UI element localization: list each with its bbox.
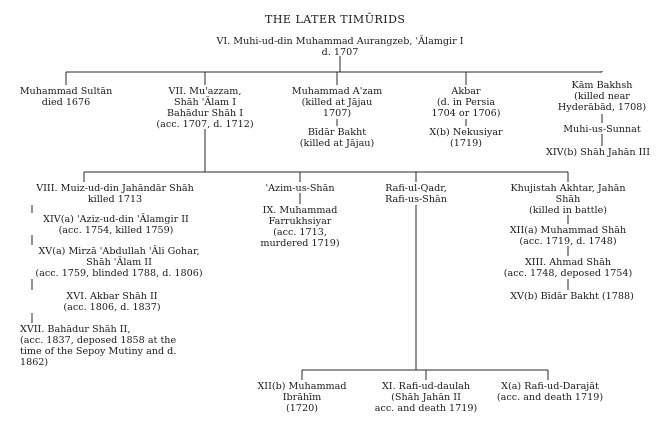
node-line: XV(a) Mirzā 'Abdullah 'Āli Gohar, [38,246,200,257]
node-line: Kām Bakhsh [571,80,633,91]
node-jahandar-shah: VIII. Muiz-ud-din Jahāndār Shāh killed 1… [20,183,210,205]
node-muhi-us-sunnat: Muhi-us-Sunnat [540,124,664,135]
node-line: killed 1713 [87,194,143,205]
node-line: (killed in battle) [529,205,607,216]
node-line: (acc. 1719, d. 1748) [519,236,617,247]
node-line: Rafi-us-Shān [385,194,447,205]
node-line: 1704 or 1706) [431,108,501,119]
node-line: (acc. 1806, d. 1837) [63,302,161,313]
node-khujistah-akhtar: Khujistah Akhtar, Jahān Shāh (killed in … [498,183,638,216]
node-alamgir-ii: XIV(a) 'Aziz-ud-din 'Ālamgir II (acc. 17… [16,214,216,236]
node-line: Ibrāhīm [282,392,322,403]
node-line: Shāh 'Ālam II [86,257,152,268]
node-line: (acc. 1713, [273,227,327,238]
node-akbar-shah-ii: XVI. Akbar Shāh II (acc. 1806, d. 1837) [22,291,202,313]
node-line: XII(a) Muhammad Shāh [509,225,627,236]
node-bahadur-shah-ii: XVII. Bahādur Shāh II, (acc. 1837, depos… [20,324,220,368]
node-line: (Shāh Jahān II [391,392,461,403]
node-line: (d. in Persia [436,97,496,108]
node-line: VIII. Muiz-ud-din Jahāndār Shāh [36,183,194,194]
node-line: (acc. 1837, deposed 1858 at the [20,335,177,346]
node-line: (killed at Jājau) [299,138,375,149]
node-rafi-ud-darajat: X(a) Rafi-ud-Darajāt (acc. and death 171… [490,381,610,403]
node-line: XIV(b) Shāh Jahān III [546,147,650,158]
node-line: (acc. 1754, killed 1759) [58,225,174,236]
node-line: Bīdār Bakht [307,127,367,138]
node-akbar: Akbar (d. in Persia 1704 or 1706) [414,86,518,119]
node-muhammad-sultan: Muhammad Sultān died 1676 [10,86,122,108]
node-nekusiyar: X(b) Nekusiyar (1719) [414,127,518,149]
node-line: XVI. Akbar Shāh II [66,291,158,302]
node-line: Shāh [555,194,581,205]
node-shah-jahan-iii: XIV(b) Shāh Jahān III [530,147,666,158]
node-line: Hyderābād, 1708) [557,102,647,113]
node-line: (killed at Jājau [301,97,373,108]
node-line: VI. Muhi-ud-din Muhammad Aurangzeb, 'Āla… [216,36,464,47]
node-line: IX. Muhammad [262,205,338,216]
node-line: died 1676 [41,97,91,108]
node-line: 1707) [322,108,352,119]
node-line: time of the Sepoy Mutiny and d. [20,346,177,357]
node-line: X(b) Nekusiyar [429,127,503,138]
node-muhammad-azam: Muhammad A'zam (killed at Jājau 1707) [282,86,392,119]
node-line: Khujistah Akhtar, Jahān [510,183,626,194]
node-line: (acc. 1759, blinded 1788, d. 1806) [35,268,203,279]
node-azim-us-shan: 'Azim-us-Shān [250,183,350,194]
node-shah-alam-ii: XV(a) Mirzā 'Abdullah 'Āli Gohar, Shāh '… [14,246,224,279]
node-bidar-bakht-1: Bīdār Bakht (killed at Jājau) [282,127,392,149]
node-line: (1719) [450,138,482,149]
node-ibrahim: XII(b) Muhammad Ibrāhīm (1720) [246,381,358,414]
node-kam-bakhsh: Kām Bakhsh (killed near Hyderābād, 1708) [540,80,664,113]
node-line: (1720) [286,403,318,414]
node-line: acc. and death 1719) [374,403,478,414]
node-line: XII(b) Muhammad [257,381,347,392]
node-muhammad-shah: XII(a) Muhammad Shāh (acc. 1719, d. 1748… [498,225,638,247]
node-line: Shāh 'Ālam I [174,97,236,108]
node-line: Farrukhsiyar [268,216,332,227]
node-line: murdered 1719) [260,238,340,249]
node-line: Rafi-ul-Qadr, [385,183,447,194]
node-line: (acc. and death 1719) [496,392,604,403]
node-bidar-bakht-2: XV(b) Bīdār Bakht (1788) [492,291,652,302]
node-line: Akbar [451,86,481,97]
node-line: (killed near [574,91,630,102]
node-line: (acc. 1707, d. 1712) [156,119,254,130]
node-line: XV(b) Bīdār Bakht (1788) [510,291,634,302]
node-farrukhsiyar: IX. Muhammad Farrukhsiyar (acc. 1713, mu… [248,205,352,249]
node-line: Muhammad Sultān [19,86,113,97]
node-line: XIII. Ahmad Shāh [524,257,612,268]
node-ahmad-shah: XIII. Ahmad Shāh (acc. 1748, deposed 175… [492,257,644,279]
node-line: VII. Mu'azzam, [168,86,242,97]
node-line: (acc. 1748, deposed 1754) [503,268,633,279]
node-line: X(a) Rafi-ud-Darajāt [501,381,599,392]
node-line: XVII. Bahādur Shāh II, [20,324,131,335]
node-line: 'Azim-us-Shān [265,183,335,194]
node-line: Bahādur Shāh I [166,108,244,119]
page-title: THE LATER TIMŪRIDS [265,13,406,26]
node-aurangzeb: VI. Muhi-ud-din Muhammad Aurangzeb, 'Āla… [195,36,485,58]
node-line: XI. Rafi-ud-daulah [381,381,471,392]
node-muazzam: VII. Mu'azzam, Shāh 'Ālam I Bahādur Shāh… [140,86,270,130]
node-line: Muhammad A'zam [291,86,383,97]
node-rafi-ud-daulah: XI. Rafi-ud-daulah (Shāh Jahān II acc. a… [366,381,486,414]
node-line: Muhi-us-Sunnat [563,124,641,135]
node-line: 1862) [20,357,49,368]
node-line: XIV(a) 'Aziz-ud-din 'Ālamgir II [43,214,189,225]
node-rafi-ul-qadr: Rafi-ul-Qadr, Rafi-us-Shān [366,183,466,205]
node-line: d. 1707 [321,47,359,58]
